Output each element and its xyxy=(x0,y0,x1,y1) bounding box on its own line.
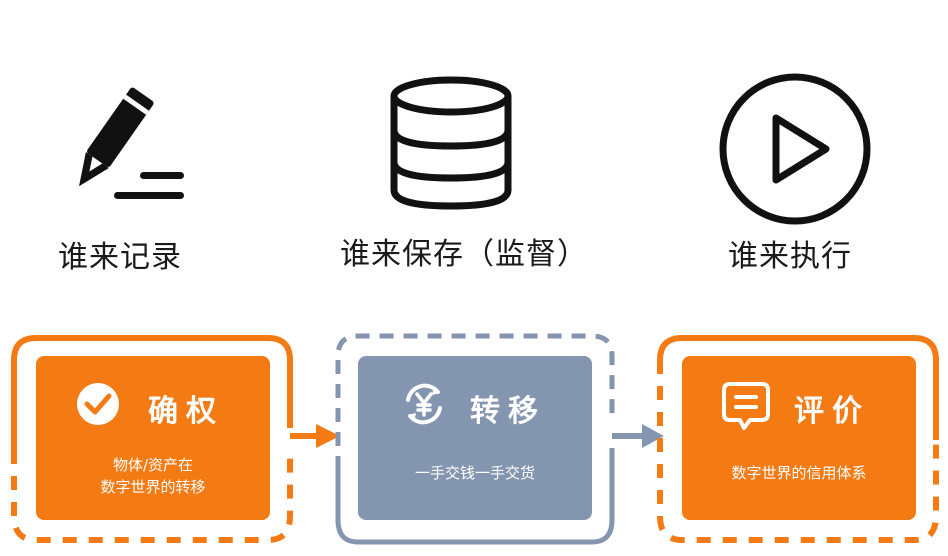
yuan-exchange-icon xyxy=(400,380,448,428)
transfer-card: 转移 一手交钱一手交货 xyxy=(358,356,592,520)
play-icon xyxy=(718,72,872,226)
card-title: 确权 xyxy=(148,394,224,429)
pencil-icon xyxy=(58,80,188,210)
check-circle-icon xyxy=(76,382,120,426)
card-desc: 物体/资产在 数字世界的转移 xyxy=(100,456,206,496)
store-label: 谁来保存（监督） xyxy=(340,237,588,272)
comment-icon xyxy=(722,380,770,432)
execute-label: 谁来执行 xyxy=(728,239,852,274)
record-label: 谁来记录 xyxy=(58,240,182,275)
card-desc: 一手交钱一手交货 xyxy=(414,464,535,482)
database-icon xyxy=(388,74,514,212)
card-title: 转移 xyxy=(470,394,546,429)
card-desc: 数字世界的信用体系 xyxy=(731,464,867,482)
evaluation-card: 评价 数字世界的信用体系 xyxy=(682,356,916,520)
card-title: 评价 xyxy=(794,394,870,429)
confirm-rights-card: 确权 物体/资产在 数字世界的转移 xyxy=(36,356,270,520)
